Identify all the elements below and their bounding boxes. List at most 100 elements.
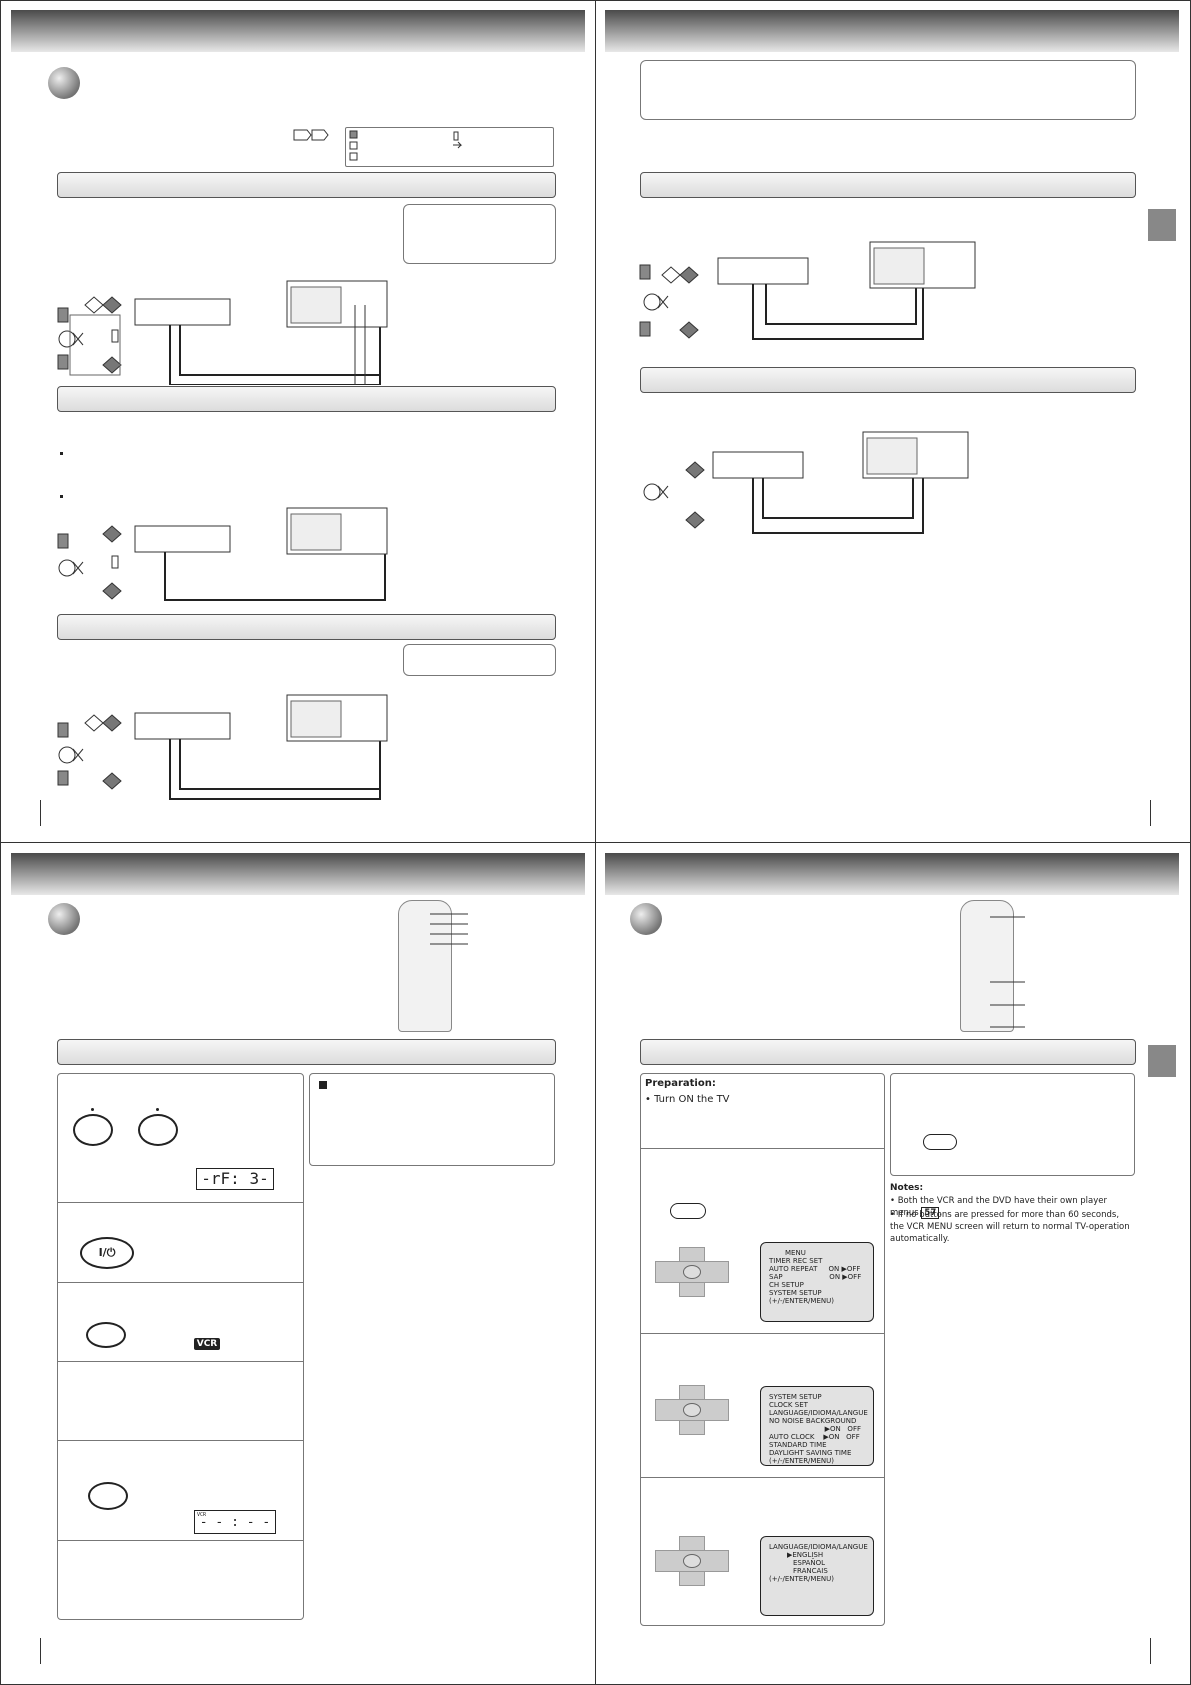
osd-line: LANGUAGE/IDIOMA/LANGUE <box>769 1409 868 1417</box>
display-clock-label: VCR <box>197 1512 207 1518</box>
display-clock-value: - - : - - <box>199 1515 271 1530</box>
step-divider <box>58 1202 303 1203</box>
header-bar <box>605 853 1179 895</box>
step-divider <box>58 1540 303 1541</box>
vcr-button <box>86 1322 126 1348</box>
intro-box <box>640 60 1136 120</box>
connection-diagram-2 <box>643 431 969 534</box>
vcr-badge: VCR <box>194 1338 220 1350</box>
legend-box <box>345 127 554 167</box>
note-item-1: • Both the VCR and the DVD have their ow… <box>890 1196 1108 1219</box>
step-divider <box>641 1148 884 1149</box>
notes-heading: Notes: <box>890 1183 924 1193</box>
step-divider <box>58 1361 303 1362</box>
osd-line: CLOCK SET <box>769 1401 808 1409</box>
remote-control-image <box>398 900 452 1032</box>
osd-line: MENU <box>785 1249 806 1257</box>
remote-control-image <box>960 900 1014 1032</box>
osd-language-screen: LANGUAGE/IDIOMA/LANGUE ▶ENGLISH ESPAÑOL … <box>760 1536 874 1616</box>
osd-system-setup-screen: SYSTEM SETUP CLOCK SET LANGUAGE/IDIOMA/L… <box>760 1386 874 1466</box>
osd-line: TIMER REC SET <box>769 1257 823 1265</box>
connection-diagram-1 <box>57 280 388 385</box>
osd-line: NO NOISE BACKGROUND <box>769 1417 857 1425</box>
note-item-1-tail: . <box>939 1208 942 1218</box>
osd-line: (+/-/ENTER/MENU) <box>769 1457 834 1465</box>
bullet <box>60 452 63 455</box>
step-divider <box>58 1282 303 1283</box>
section-bar <box>57 1039 556 1065</box>
square-bullet-icon <box>319 1081 327 1089</box>
info-box <box>309 1073 555 1166</box>
page-number-marker <box>1150 1638 1151 1664</box>
page-number-marker <box>40 1638 41 1664</box>
section-bar-3 <box>57 614 556 640</box>
section-ball-icon <box>630 903 662 935</box>
direction-pad-2 <box>655 1385 729 1435</box>
note-item-2: • If no buttons are pressed for more tha… <box>890 1210 1130 1244</box>
info-box <box>890 1073 1135 1176</box>
indicator-dot <box>91 1108 94 1111</box>
setup-button <box>923 1134 957 1150</box>
section-ball-icon <box>48 903 80 935</box>
side-tab <box>1148 209 1176 241</box>
indicator-dot <box>156 1108 159 1111</box>
osd-menu-screen: MENU TIMER REC SET AUTO REPEAT ON ▶OFF S… <box>760 1242 874 1322</box>
connection-diagram-2 <box>57 507 388 601</box>
note-box-1 <box>403 204 556 264</box>
osd-line: ▶ON OFF <box>769 1425 861 1433</box>
callout-lines <box>430 913 468 945</box>
osd-line: SYSTEM SETUP <box>769 1393 822 1401</box>
osd-line: LANGUAGE/IDIOMA/LANGUE <box>769 1543 868 1551</box>
osd-line: CH SETUP <box>769 1281 804 1289</box>
button-channel-up <box>73 1114 113 1146</box>
side-tab <box>1148 1045 1176 1077</box>
note-item-1-text: Both the VCR and the DVD have their own … <box>890 1196 1108 1218</box>
osd-line: SAP ON ▶OFF <box>769 1273 862 1281</box>
menu-button <box>670 1203 706 1219</box>
direction-pad-3 <box>655 1536 729 1586</box>
steps-panel <box>640 1073 885 1626</box>
connection-diagram-1 <box>639 241 976 340</box>
display-clock: VCR - - : - - <box>194 1510 276 1534</box>
display-rf-channel: -rF: 3- <box>196 1168 274 1190</box>
osd-line: FRANCAIS <box>793 1567 828 1575</box>
osd-line: STANDARD TIME <box>769 1441 827 1449</box>
osd-line: AUTO REPEAT ON ▶OFF <box>769 1265 861 1273</box>
page-number-marker <box>40 800 41 826</box>
section-bar-2 <box>640 367 1136 393</box>
menu-button <box>88 1482 128 1510</box>
page-ref-badge: 57 <box>921 1207 940 1219</box>
preparation-bullet-text: Turn ON the TV <box>654 1094 730 1105</box>
page-ref-arrows-icon <box>293 126 329 141</box>
note-box-2 <box>403 644 556 676</box>
bullet <box>60 495 63 498</box>
note-item-2-text: If no buttons are pressed for more than … <box>890 1210 1130 1244</box>
osd-line: DAYLIGHT SAVING TIME <box>769 1449 852 1457</box>
button-channel-down <box>138 1114 178 1146</box>
power-button: I/⏻ <box>80 1237 134 1269</box>
section-ball-icon <box>48 67 80 99</box>
preparation-bullet: • Turn ON the TV <box>645 1094 730 1105</box>
section-bar-1 <box>57 172 556 198</box>
osd-line: SYSTEM SETUP <box>769 1289 822 1297</box>
header-bar <box>11 10 585 52</box>
horizontal-divider <box>0 842 1191 843</box>
osd-line: (+/-/ENTER/MENU) <box>769 1575 834 1583</box>
section-bar-2 <box>57 386 556 412</box>
connection-diagram-3 <box>57 694 388 800</box>
osd-line: AUTO CLOCK ▶ON OFF <box>769 1433 860 1441</box>
header-bar <box>11 853 585 895</box>
step-divider <box>58 1440 303 1441</box>
osd-line: ESPAÑOL <box>793 1559 826 1567</box>
preparation-heading: Preparation: <box>645 1078 716 1089</box>
section-bar <box>640 1039 1136 1065</box>
osd-line: ▶ENGLISH <box>787 1551 824 1559</box>
header-bar <box>605 10 1179 52</box>
callout-lines <box>990 916 1025 1028</box>
page-number-marker <box>1150 800 1151 826</box>
direction-pad-1 <box>655 1247 729 1297</box>
steps-panel <box>57 1073 304 1620</box>
section-bar-1 <box>640 172 1136 198</box>
step-divider <box>641 1477 884 1478</box>
step-divider <box>641 1333 884 1334</box>
